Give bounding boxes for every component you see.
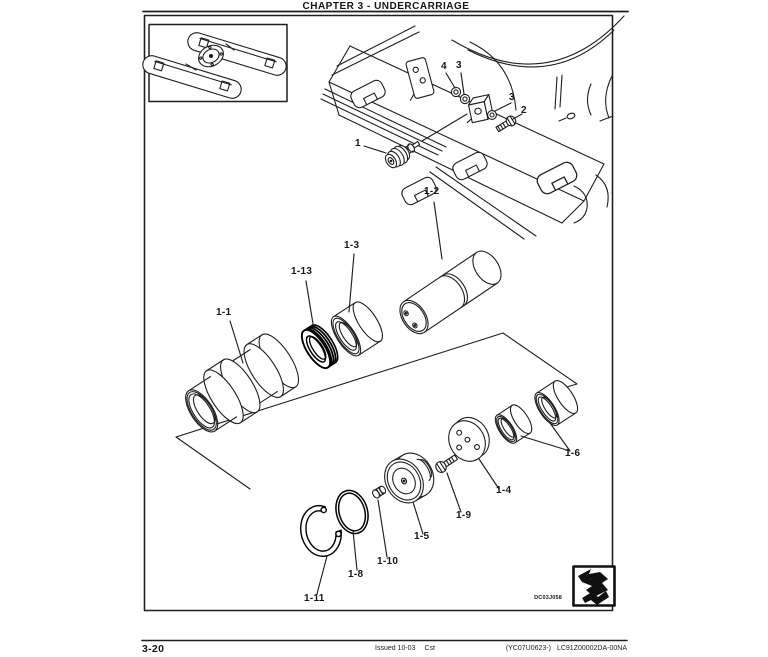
callout-1-4: 1-4 [496, 485, 512, 496]
callout-1-3: 1-3 [344, 240, 360, 251]
track-guide-clip [350, 79, 386, 109]
footer-revision: (YC07U0623-) [505, 645, 551, 652]
leader-lines-upper [363, 72, 523, 154]
callout-2: 2 [521, 105, 527, 116]
roller-collar-part [384, 452, 435, 504]
track-roller-part [185, 333, 300, 433]
footer-issued-date: Issued 10-03 [375, 645, 416, 652]
bolt-part-9 [435, 454, 459, 473]
callout-3a: 3 [456, 60, 462, 71]
callout-1-9: 1-9 [456, 510, 472, 521]
bushing-part [330, 301, 383, 357]
snap-ring-part [300, 505, 342, 557]
callout-1-8: 1-8 [348, 569, 364, 580]
continued-arrow-icon [572, 565, 616, 607]
callout-1-11: 1-11 [304, 593, 325, 604]
thumbnail-track-frame [142, 23, 288, 103]
callout-1-13: 1-13 [291, 266, 313, 277]
grease-fitting-part [384, 140, 421, 169]
footer-code: LC91Z00002DA-00NA [556, 645, 627, 652]
track-guide-clip [401, 176, 437, 206]
seal-part [300, 324, 339, 370]
diagram-frame [143, 14, 614, 612]
track-frame-assembly [320, 15, 625, 240]
footer-edition: Cst [424, 645, 435, 652]
callout-1-1: 1-1 [216, 307, 232, 318]
callout-1: 1 [355, 138, 361, 149]
bolt-part-2 [495, 115, 517, 133]
footer-doc-code: (YC07U0623-) LC91Z00002DA-00NA [430, 645, 627, 652]
callout-1-5: 1-5 [414, 531, 430, 542]
callout-1-2: 1-2 [424, 186, 440, 197]
footer-issued: Issued 10-03 Cst [300, 645, 510, 652]
cover-plate-part [448, 416, 490, 462]
roller-shaft-part [399, 250, 502, 335]
washer-parts [450, 86, 497, 120]
callout-1-6: 1-6 [565, 448, 581, 459]
track-guide-clip [536, 161, 578, 195]
page-title: CHAPTER 3 - UNDERCARRIAGE [302, 1, 470, 12]
mounting-bracket [405, 57, 435, 101]
footer-page-number: 3-20 [142, 643, 165, 655]
leader-lines-lower [229, 201, 571, 595]
figure-code: DC03J058 [534, 595, 562, 601]
callout-4: 4 [441, 61, 447, 72]
callout-1-10: 1-10 [377, 556, 399, 567]
track-guide-clip [452, 151, 488, 181]
pin-bushing-parts [494, 380, 579, 444]
callout-3b: 3 [509, 92, 515, 103]
plug-part [372, 485, 387, 499]
o-ring-part [335, 489, 369, 535]
exploded-axis-plane [175, 332, 578, 490]
